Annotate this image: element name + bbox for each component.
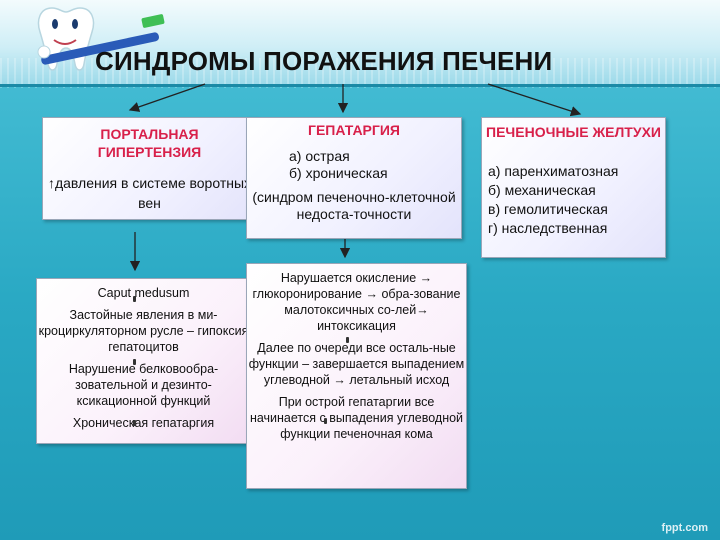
detail-line: Нарушается окисление → глюкоронирование … bbox=[252, 271, 461, 333]
hepatargy-box: ГЕПАТАРГИЯ а) острая б) хроническая (син… bbox=[246, 117, 462, 239]
detail-line: Далее по очереди все осталь-ные функции … bbox=[248, 341, 465, 387]
slide-title: СИНДРОМЫ ПОРАЖЕНИЯ ПЕЧЕНИ bbox=[95, 46, 553, 76]
separator-tick bbox=[133, 359, 136, 365]
list-item: б) механическая bbox=[488, 182, 596, 198]
list-item: а) острая bbox=[289, 148, 350, 164]
separator-tick bbox=[133, 420, 136, 426]
tooth-toothbrush-icon bbox=[37, 7, 165, 71]
hepatic-jaundice-box: ПЕЧЕНОЧНЫЕ ЖЕЛТУХИ а) паренхиматозная б)… bbox=[481, 117, 666, 258]
hepatargy-details-box: Нарушается окисление → глюкоронирование … bbox=[246, 263, 467, 489]
list-item: а) паренхиматозная bbox=[488, 163, 619, 179]
list-item: в) гемолитическая bbox=[488, 201, 608, 217]
jaundice-types: а) паренхиматозная б) механическая в) ге… bbox=[482, 162, 665, 238]
detail-line: Caput medusum bbox=[97, 286, 190, 300]
detail-line: При острой гепатаргии все начинается с в… bbox=[249, 395, 464, 441]
hepatargy-types: а) острая б) хроническая bbox=[247, 148, 461, 182]
hepatargy-note: (синдром печеночно-клеточной недоста-точ… bbox=[252, 189, 456, 222]
detail-line: Хроническая гепатаргия bbox=[72, 416, 215, 430]
detail-line: Застойные явления в ми-кроциркуляторном … bbox=[38, 308, 249, 354]
watermark: fppt.com bbox=[661, 522, 708, 534]
arrow-to-jaundice bbox=[487, 83, 582, 117]
header-divider bbox=[0, 84, 720, 87]
portal-details-box: Caput medusum Застойные явления в ми-кро… bbox=[36, 278, 251, 444]
portal-hypertension-body: ↑давления в системе воротных вен bbox=[47, 175, 252, 211]
list-item: г) наследственная bbox=[488, 220, 608, 236]
list-item: б) хроническая bbox=[289, 165, 388, 181]
portal-hypertension-heading: ПОРТАЛЬНАЯ ГИПЕРТЕНЗИЯ bbox=[97, 126, 202, 160]
hepatic-jaundice-heading: ПЕЧЕНОЧНЫЕ ЖЕЛТУХИ bbox=[486, 124, 661, 140]
portal-hypertension-box: ПОРТАЛЬНАЯ ГИПЕРТЕНЗИЯ ↑давления в систе… bbox=[42, 117, 257, 220]
separator-tick bbox=[346, 337, 349, 343]
detail-line: Нарушение белковообра-зовательной и дези… bbox=[68, 362, 219, 408]
header-stripes bbox=[0, 58, 720, 88]
separator-tick bbox=[324, 418, 327, 424]
separator-tick bbox=[133, 296, 136, 302]
hepatargy-heading: ГЕПАТАРГИЯ bbox=[308, 122, 400, 138]
